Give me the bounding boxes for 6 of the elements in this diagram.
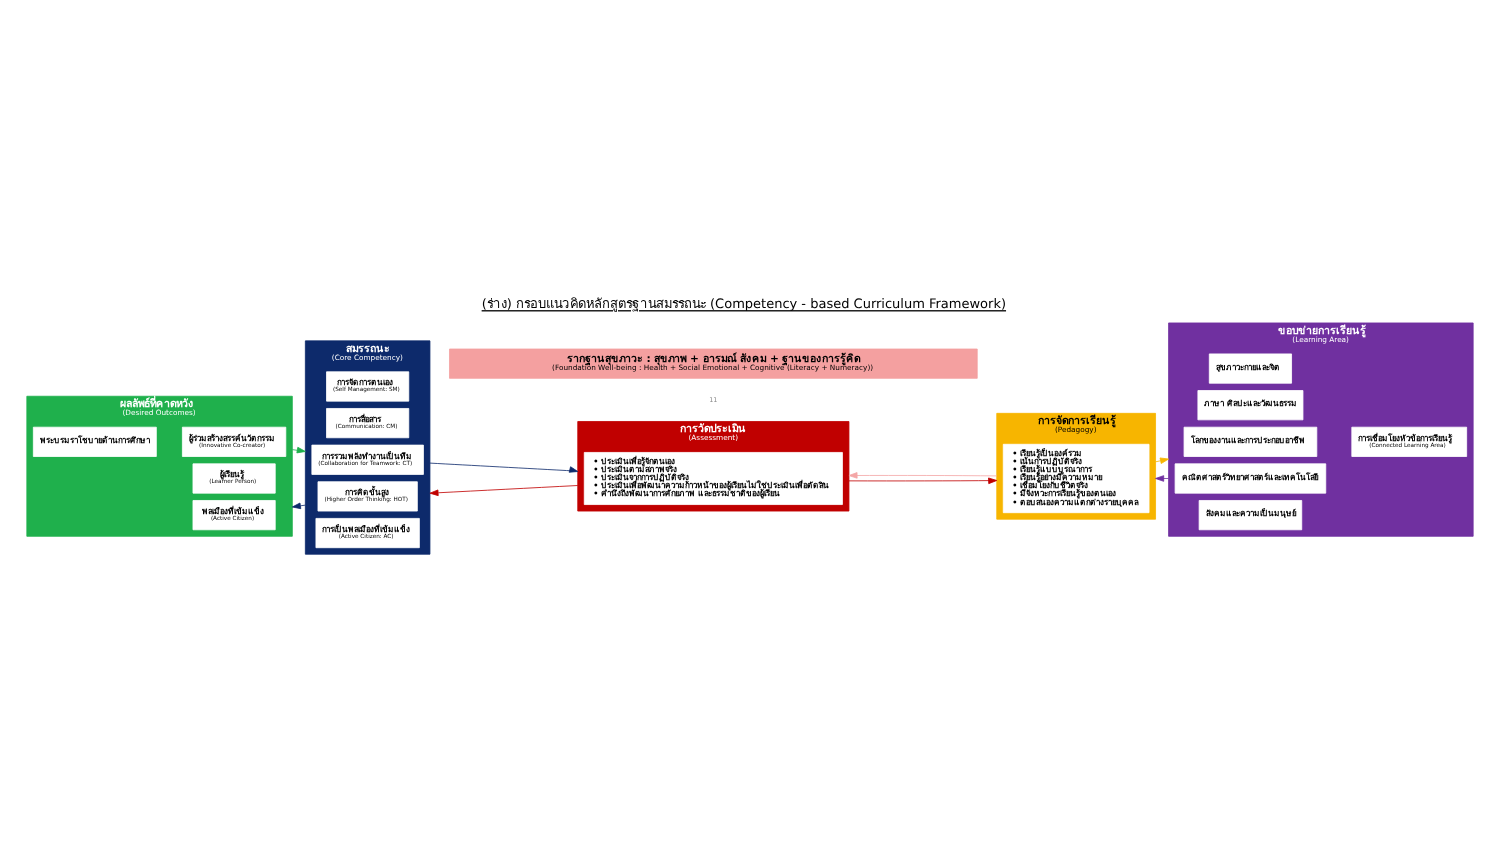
arrow: [429, 462, 579, 473]
arrow: [429, 485, 579, 497]
arrow: [291, 502, 306, 510]
arrow: [848, 477, 998, 485]
arrow: [1155, 457, 1169, 464]
arrow: [848, 472, 998, 479]
